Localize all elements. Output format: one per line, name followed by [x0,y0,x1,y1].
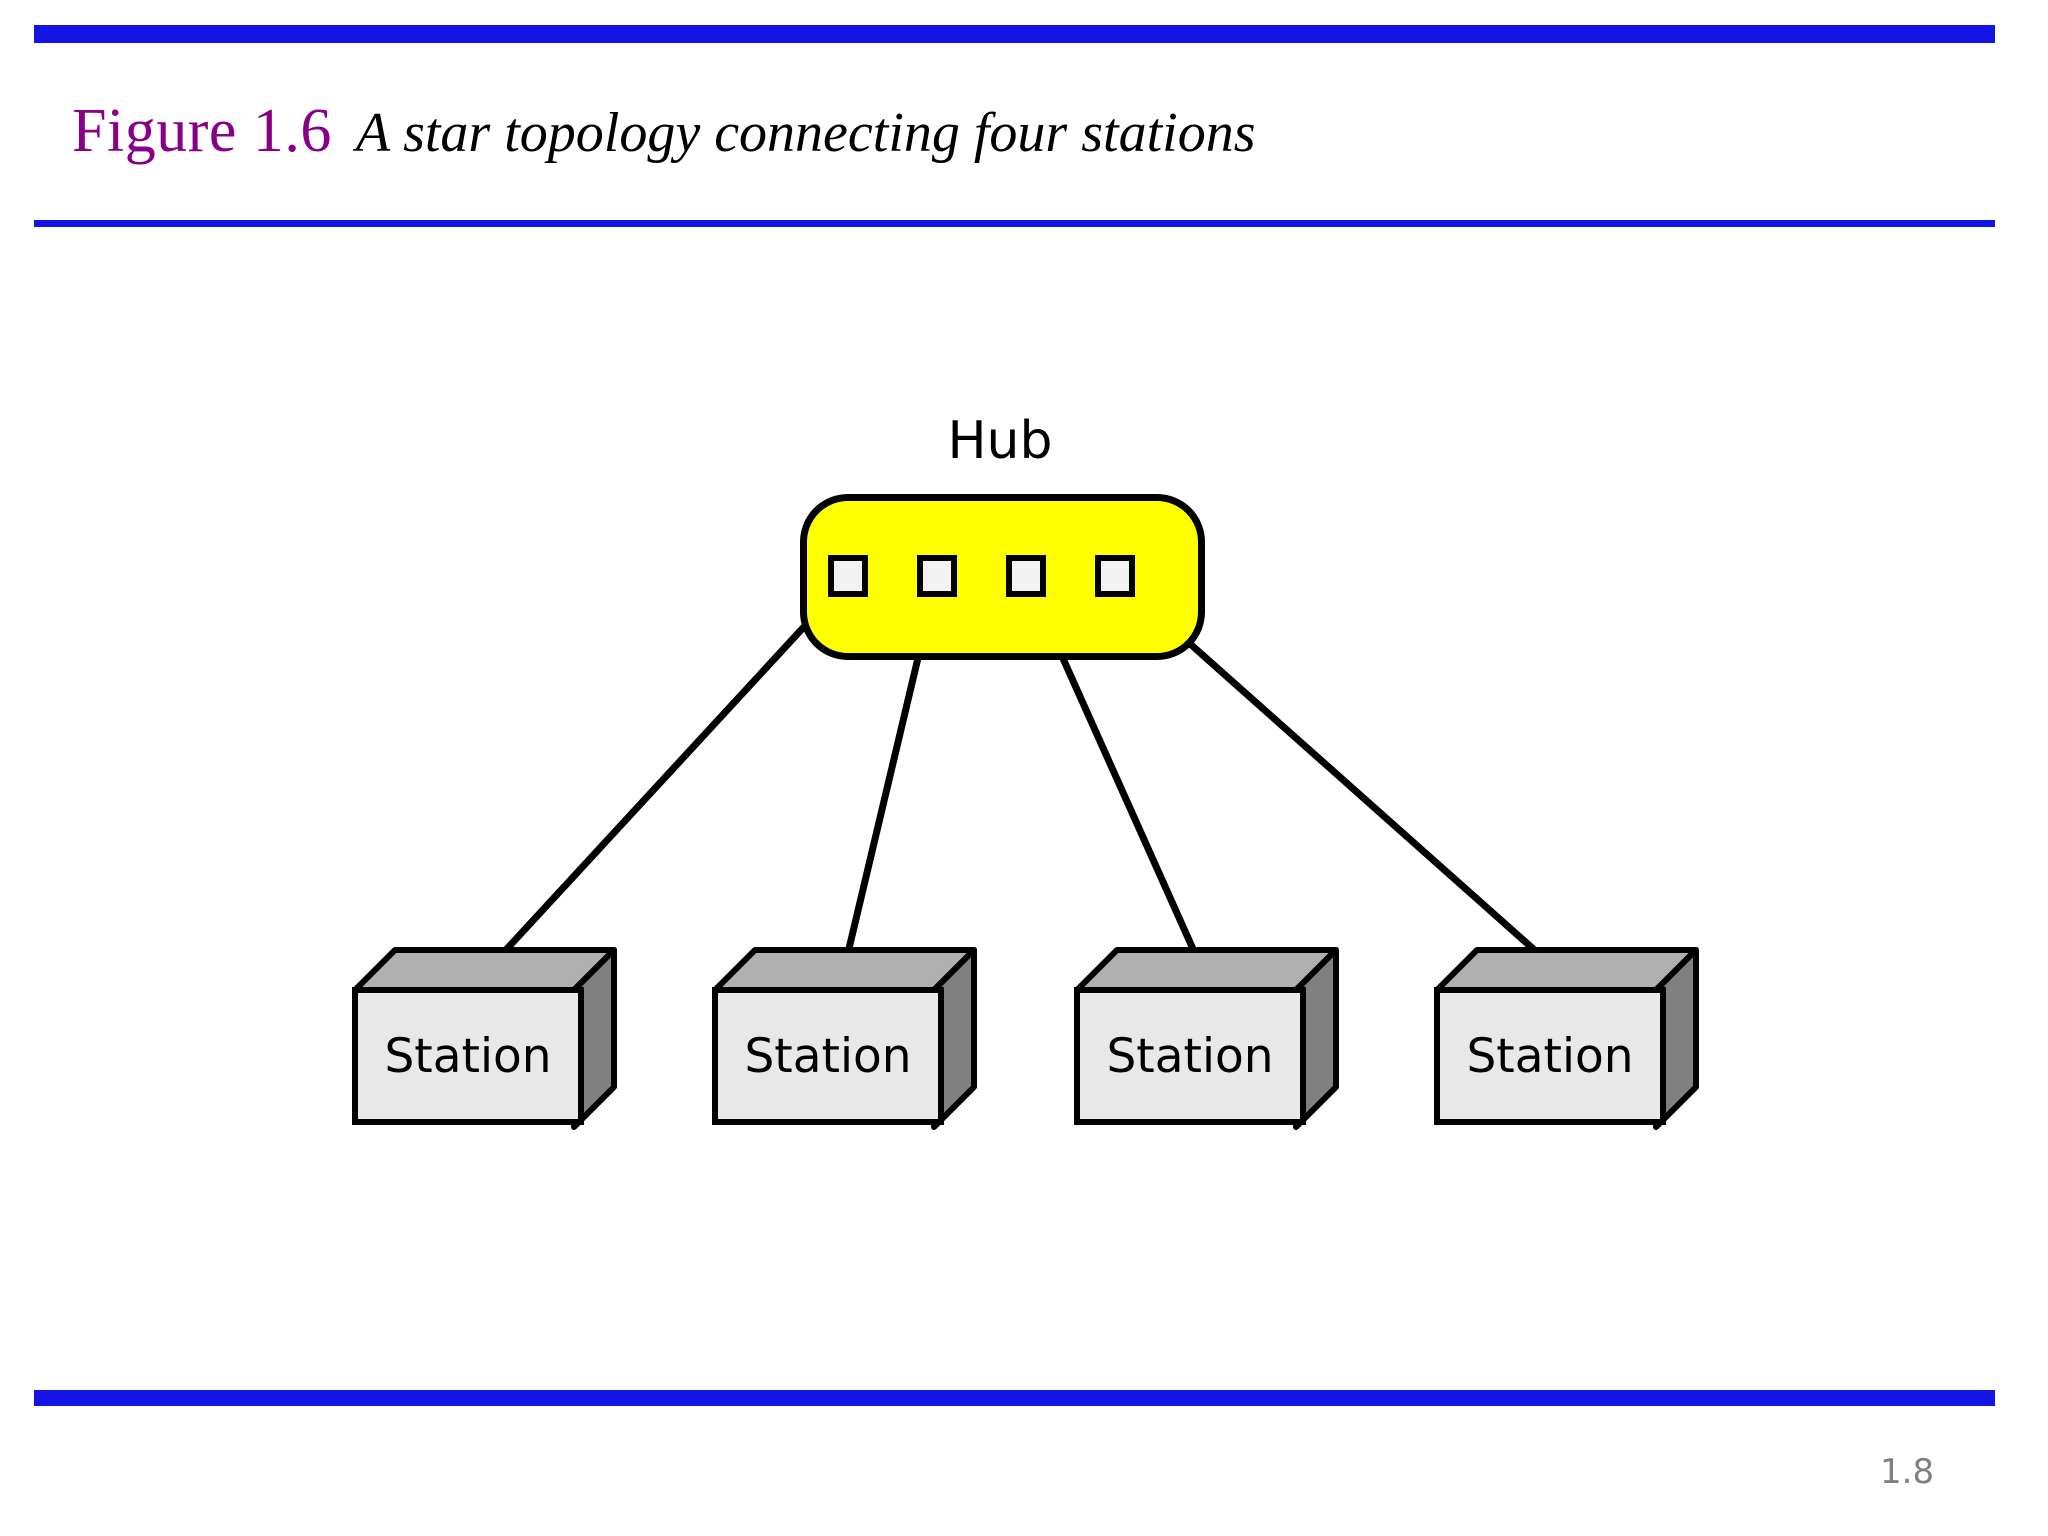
station-3-front-face: Station [1074,987,1306,1125]
top-accent-bar [34,25,1995,43]
station-1-front-face: Station [352,987,584,1125]
hub-port-1[interactable] [828,555,868,597]
station-4[interactable]: Station [1434,947,1699,1135]
figure-number-label: Figure 1.6 [72,97,332,165]
hub-device[interactable] [800,494,1205,660]
page-number: 1.8 [1880,1452,1935,1492]
station-3-label: Station [1106,1028,1274,1084]
station-4-front-face: Station [1434,987,1666,1125]
link-hub-port-1-to-station-1 [476,574,853,982]
station-2[interactable]: Station [712,947,977,1135]
station-2-label: Station [744,1028,912,1084]
figure-title: Figure 1.6 A star topology connecting fo… [72,96,1255,186]
station-2-front-face: Station [712,987,944,1125]
station-1[interactable]: Station [352,947,617,1135]
station-3-3d-shell [1074,947,1339,1130]
station-1-label: Station [384,1028,552,1084]
bottom-accent-bar [34,1390,1995,1406]
hub-port-3[interactable] [1006,555,1046,597]
hub-port-2[interactable] [917,555,957,597]
station-3[interactable]: Station [1074,947,1339,1135]
station-4-label: Station [1466,1028,1634,1084]
hub-label: Hub [947,411,1053,471]
hub-port-4[interactable] [1095,555,1135,597]
title-underline-bar [34,220,1995,227]
figure-caption-label: A star topology connecting four stations [355,102,1256,164]
